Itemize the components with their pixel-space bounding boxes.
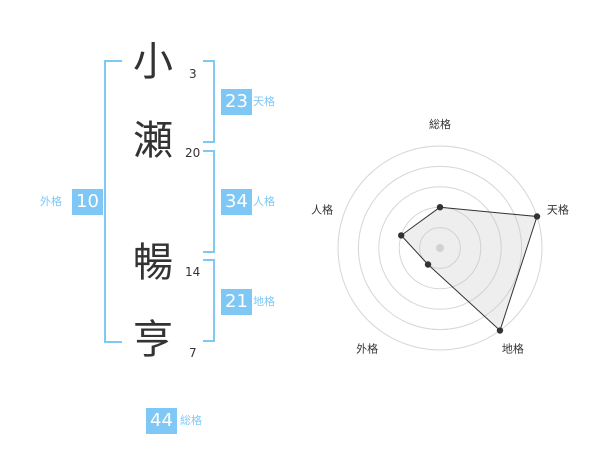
gaikaku-label: 外格 <box>40 195 62 208</box>
jinkaku-label: 人格 <box>253 195 275 208</box>
name-char-2: 瀬 <box>133 118 173 164</box>
radar-axis-label-3: 外格 <box>356 341 378 355</box>
radar-ring-1 <box>419 227 461 269</box>
tenkaku-value-badge: 23 <box>221 89 252 115</box>
radar-ring-5 <box>337 145 543 351</box>
tenkaku-bracket <box>203 60 215 143</box>
stroke-count-2: 20 <box>185 146 201 160</box>
radar-axis-label-0: 総格 <box>429 117 451 131</box>
stroke-count-4: 7 <box>189 346 197 360</box>
radar-point-1 <box>533 213 541 220</box>
chikaku-value-badge: 21 <box>221 289 252 315</box>
jinkaku-value-badge: 34 <box>221 189 252 215</box>
chikaku-bracket <box>203 259 215 342</box>
chikaku-label: 地格 <box>253 295 275 308</box>
soukaku-value-badge: 44 <box>146 408 177 434</box>
radar-polygon <box>400 206 538 332</box>
radar-axis-label-4: 人格 <box>311 203 333 217</box>
radar-axis-label-2: 地格 <box>502 341 524 355</box>
radar-axis-label-1: 天格 <box>547 203 569 217</box>
soukaku-label: 総格 <box>180 414 202 427</box>
stroke-count-1: 3 <box>189 67 197 81</box>
radar-point-0 <box>436 204 444 211</box>
name-char-1: 小 <box>133 39 173 85</box>
radar-ring-3 <box>378 186 502 310</box>
radar-center-dot <box>436 244 444 252</box>
radar-point-2 <box>496 327 504 334</box>
radar-point-4 <box>397 232 405 239</box>
tenkaku-label: 天格 <box>253 95 275 108</box>
radar-ring-4 <box>357 165 523 331</box>
name-char-3: 暢 <box>133 240 173 286</box>
gaikaku-value-badge: 10 <box>72 189 103 215</box>
radar-point-3 <box>424 261 432 268</box>
gaikaku-bracket <box>104 60 122 343</box>
stroke-count-3: 14 <box>185 265 201 279</box>
jinkaku-bracket <box>203 150 215 253</box>
name-char-4: 亨 <box>133 317 173 363</box>
